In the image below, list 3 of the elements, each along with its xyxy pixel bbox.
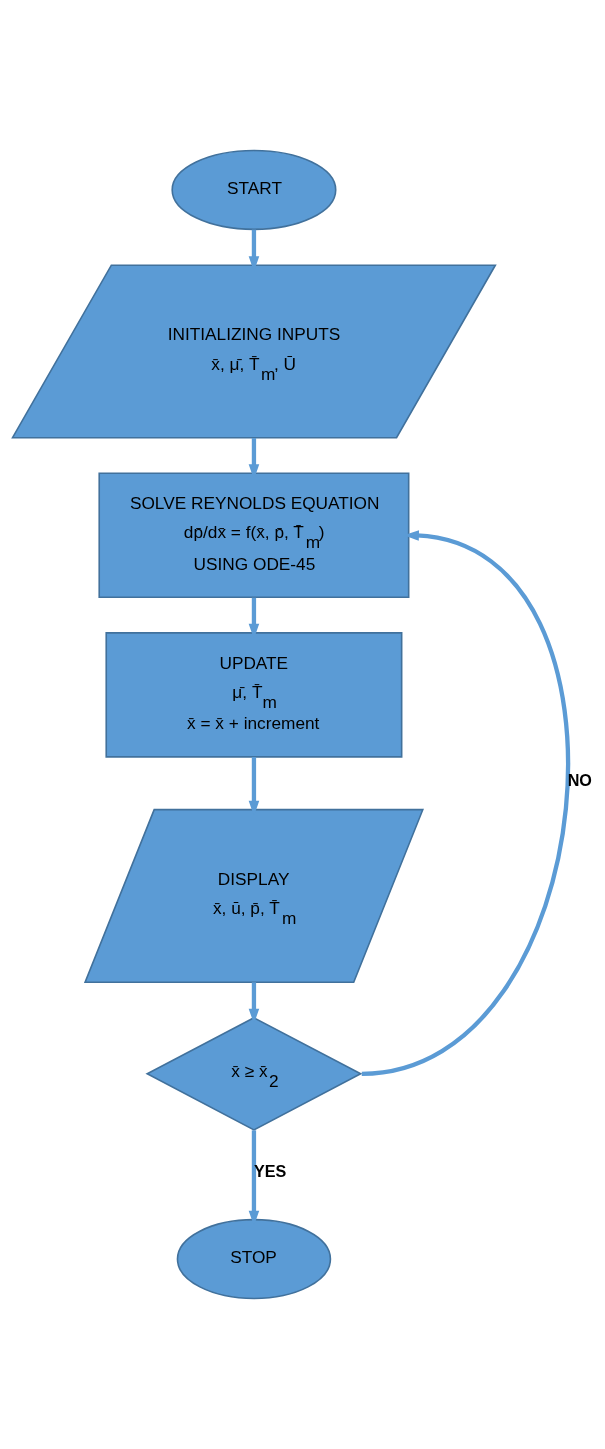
arrow xyxy=(361,530,570,1076)
node-ellipse: START xyxy=(171,149,337,231)
node-ellipse: STOP xyxy=(176,1218,332,1300)
